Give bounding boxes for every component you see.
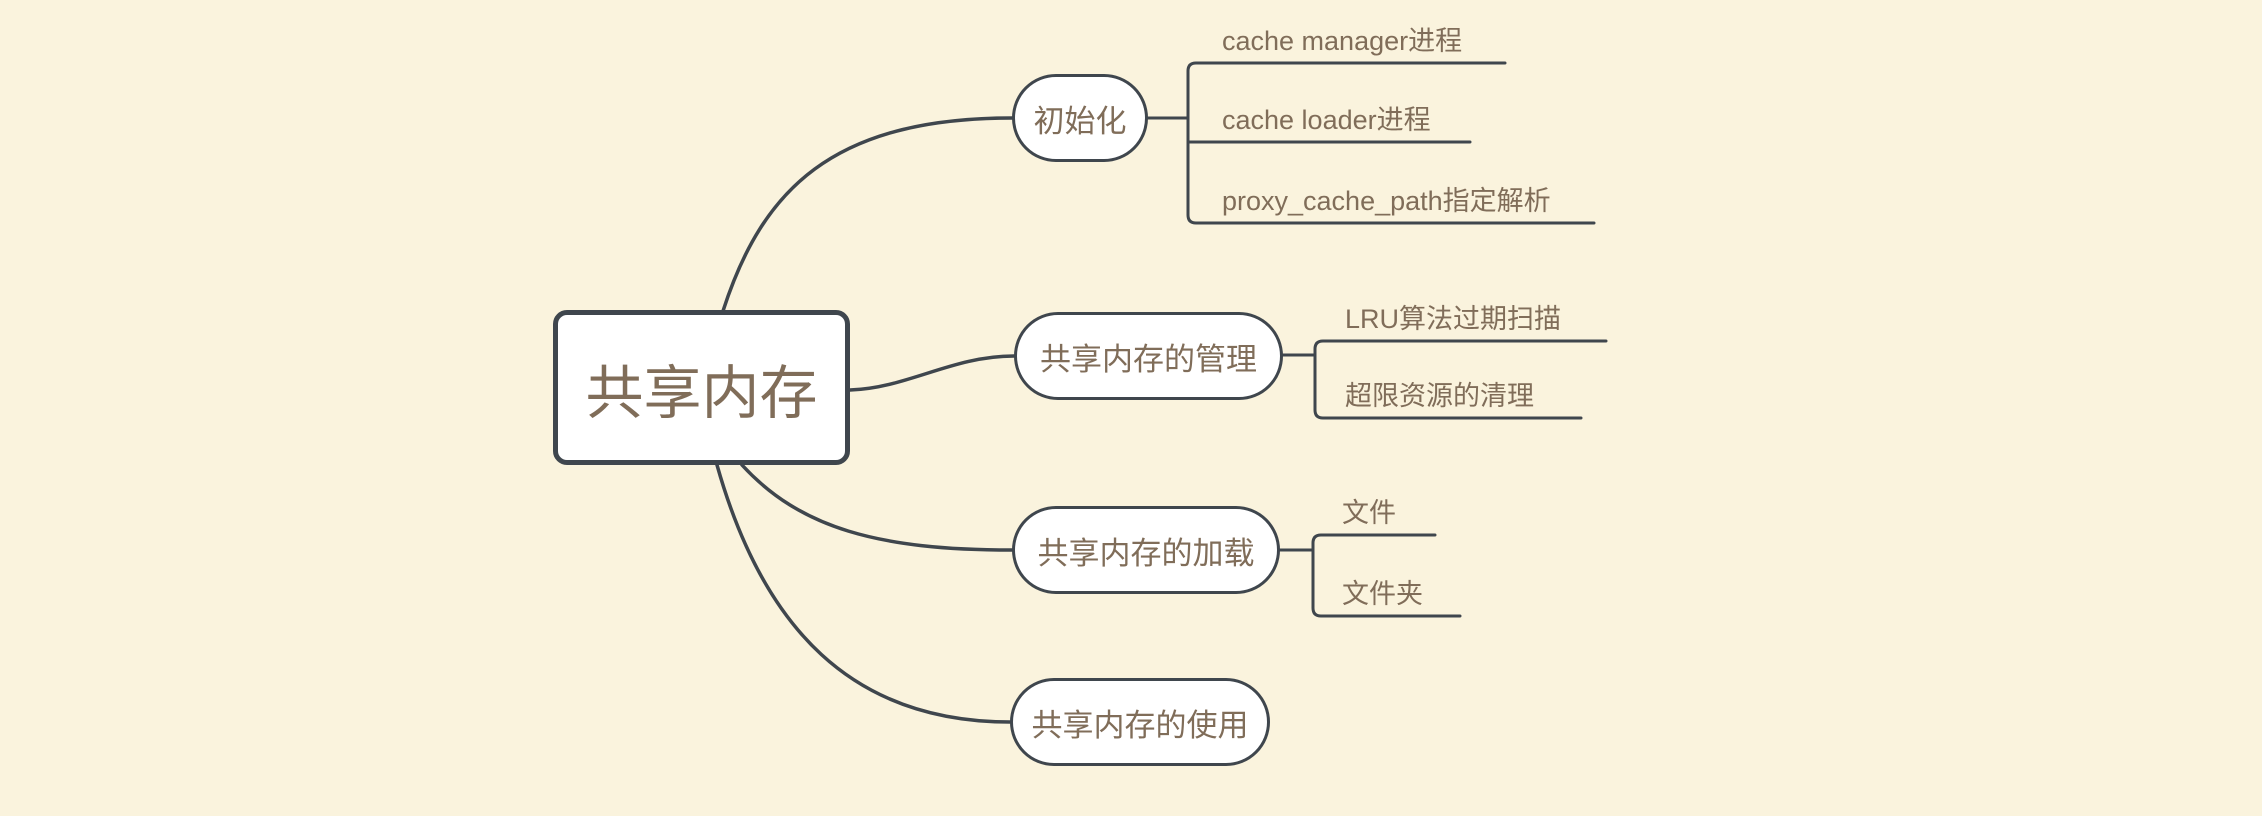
subtopic-proxy-cache-path[interactable]: proxy_cache_path指定解析 <box>1222 186 1551 216</box>
branch-topic-loading-label: 共享内存的加载 <box>1037 535 1255 571</box>
connector-loading-bracket <box>1311 533 1462 618</box>
subtopic-cache-loader[interactable]: cache loader进程 <box>1222 105 1431 135</box>
connector-root-to-init <box>721 116 1014 313</box>
branch-topic-management-label: 共享内存的管理 <box>1040 341 1257 377</box>
connector-root-to-loading <box>740 463 1014 552</box>
branch-topic-init[interactable]: 初始化 <box>1012 74 1148 162</box>
root-topic-label: 共享内存 <box>585 360 818 426</box>
subtopic-folder[interactable]: 文件夹 <box>1342 579 1423 609</box>
connector-root-to-usage <box>715 463 1012 724</box>
subtopic-cache-manager[interactable]: cache manager进程 <box>1222 26 1463 56</box>
branch-topic-usage-label: 共享内存的使用 <box>1031 707 1249 743</box>
connector-root-to-management <box>848 354 1016 392</box>
branch-topic-init-label: 初始化 <box>1033 103 1127 139</box>
root-topic[interactable]: 共享内存 <box>553 310 850 465</box>
branch-topic-usage[interactable]: 共享内存的使用 <box>1010 678 1270 766</box>
subtopic-over-limit-cleanup[interactable]: 超限资源的清理 <box>1345 381 1534 411</box>
connector-management-bracket <box>1313 339 1608 420</box>
subtopic-file[interactable]: 文件 <box>1342 498 1396 528</box>
subtopic-lru-scan[interactable]: LRU算法过期扫描 <box>1345 304 1562 334</box>
branch-topic-management[interactable]: 共享内存的管理 <box>1014 312 1283 400</box>
branch-topic-loading[interactable]: 共享内存的加载 <box>1012 506 1280 594</box>
